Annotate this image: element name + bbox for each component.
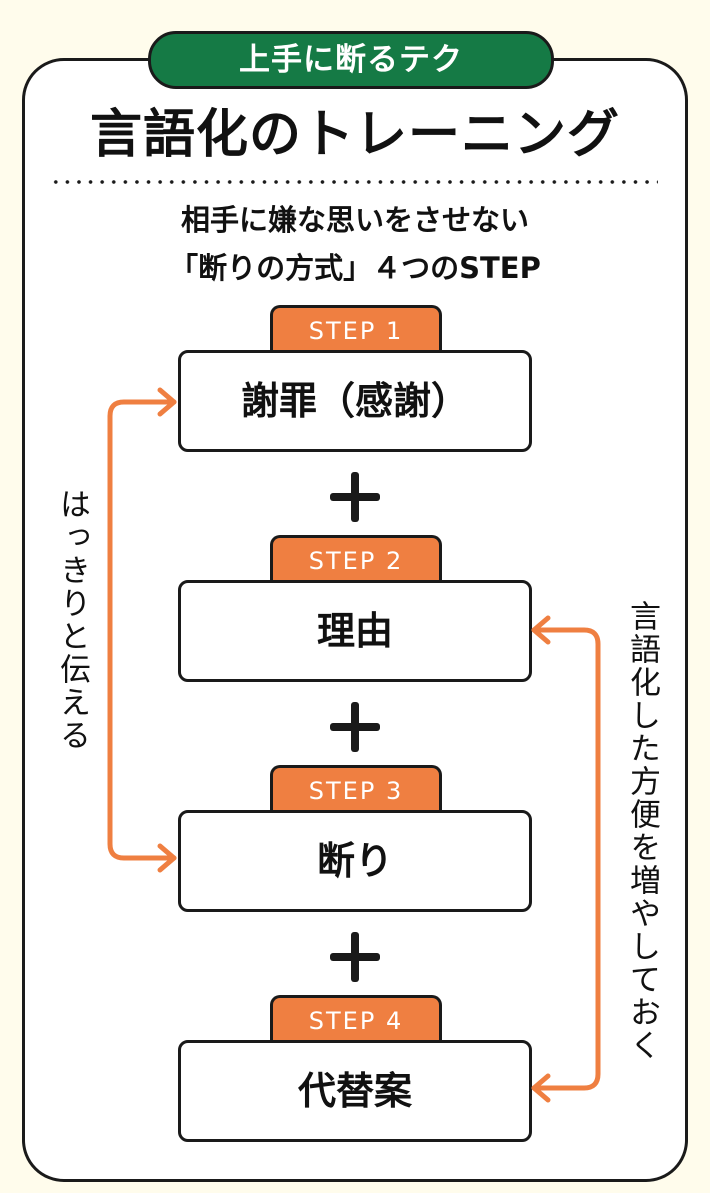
left-arrowhead-bottom-icon: [157, 843, 177, 873]
subtitle-line-2: 「断りの方式」４つのSTEP: [169, 251, 541, 285]
step-4-box: 代替案: [178, 1040, 532, 1142]
page-title: 言語化のトレーニング: [89, 105, 620, 165]
right-arrowhead-top-icon: [531, 615, 551, 645]
left-side-note: はっきりと伝える: [54, 488, 90, 752]
step-3-tab: STEP 3: [270, 765, 442, 816]
left-arrowhead-top-icon: [157, 387, 177, 417]
right-arrowhead-bottom-icon: [531, 1073, 551, 1103]
plus-icon: [330, 932, 380, 982]
right-side-note: 言語化した方便を増やしておく: [624, 600, 660, 1062]
right-bracket-arrow: [531, 627, 601, 1091]
step-2-box: 理由: [178, 580, 532, 682]
step-3-box: 断り: [178, 810, 532, 912]
header-badge: 上手に断るテク: [148, 31, 554, 89]
step-1-box: 謝罪（感謝）: [178, 350, 532, 452]
step-1-tab: STEP 1: [270, 305, 442, 356]
step-4-tab: STEP 4: [270, 995, 442, 1046]
subtitle-line-1: 相手に嫌な思いをさせない: [180, 203, 529, 237]
step-2-tab: STEP 2: [270, 535, 442, 586]
plus-icon: [330, 702, 380, 752]
left-bracket-arrow: [107, 399, 177, 861]
plus-icon: [330, 472, 380, 522]
dotted-divider: [50, 180, 658, 184]
